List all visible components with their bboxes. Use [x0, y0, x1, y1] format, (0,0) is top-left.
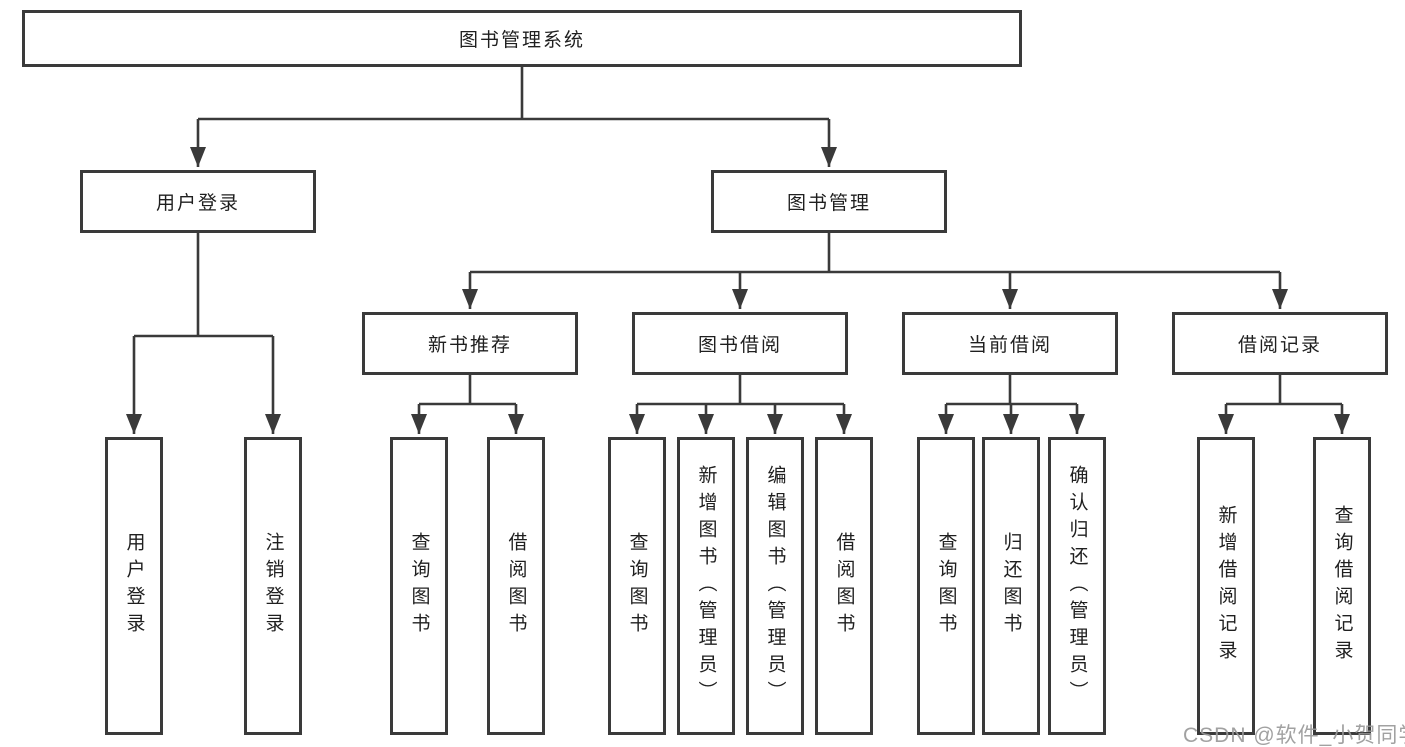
leaf-return-books: 归还图书 — [982, 437, 1040, 735]
leaf-query-borrow-record: 查询借阅记录 — [1313, 437, 1371, 735]
leaf-new-book-borrow-books: 借阅图书 — [487, 437, 545, 735]
connector-current-borrow-children — [938, 375, 1085, 434]
leaf-add-borrow-record: 新增借阅记录 — [1197, 437, 1255, 735]
leaf-borrow-books: 借阅图书 — [815, 437, 873, 735]
leaf-new-book-query-books: 查询图书 — [390, 437, 448, 735]
connector-borrow-records-children — [1218, 375, 1350, 434]
node-user-login: 用户登录 — [80, 170, 316, 233]
connector-new-book-children — [411, 375, 524, 434]
leaf-user-login: 用户登录 — [105, 437, 163, 735]
leaf-current-query-books: 查询图书 — [917, 437, 975, 735]
node-borrow-records: 借阅记录 — [1172, 312, 1388, 375]
leaf-borrow-query-books: 查询图书 — [608, 437, 666, 735]
node-new-book-recommend: 新书推荐 — [362, 312, 578, 375]
leaf-confirm-return-admin: 确认归还（管理员） — [1048, 437, 1106, 735]
connector-book-management-children — [462, 233, 1288, 309]
node-current-borrow: 当前借阅 — [902, 312, 1118, 375]
leaf-add-books-admin: 新增图书（管理员） — [677, 437, 735, 735]
node-library-management-system: 图书管理系统 — [22, 10, 1022, 67]
leaf-logout: 注销登录 — [244, 437, 302, 735]
csdn-watermark: CSDN @软件_小贺同学 — [1183, 724, 1405, 747]
connector-book-borrow-children — [629, 375, 852, 434]
connector-root-to-level2 — [190, 67, 837, 167]
node-book-borrow: 图书借阅 — [632, 312, 848, 375]
node-book-management: 图书管理 — [711, 170, 947, 233]
leaf-edit-books-admin: 编辑图书（管理员） — [746, 437, 804, 735]
connector-user-login-children — [126, 233, 281, 434]
